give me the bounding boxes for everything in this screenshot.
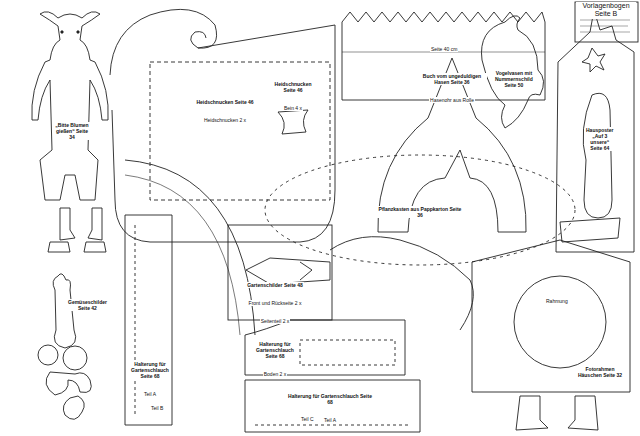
arrow-piece xyxy=(246,258,330,284)
sheep-outline xyxy=(110,9,335,242)
feet xyxy=(60,208,102,240)
eye xyxy=(61,31,63,33)
pattern-piece-label: Halterung für Gartenschlauch Seite 68 Bod… xyxy=(251,341,299,380)
figure-outline xyxy=(32,12,108,200)
arrow-line xyxy=(300,262,312,280)
bird-piece xyxy=(481,16,543,128)
piece-title: Vorlagenbogen Seite B xyxy=(576,2,636,19)
piece-title: Halterung für Gartenschlauch Seite 68 xyxy=(130,361,170,379)
piece-line xyxy=(330,237,473,330)
pattern-piece-label: Halterung für Gartenschlauch Seite 68 Tei… xyxy=(130,361,170,400)
text-rule xyxy=(580,26,628,27)
piece-title: Halterung für Gartenschlauch Seite 68 xyxy=(285,393,375,405)
piece-note: Seitenteil 2 x xyxy=(260,318,291,324)
piece-title: Halterung für Gartenschlauch Seite 68 xyxy=(251,341,299,359)
eye xyxy=(77,31,79,33)
holder-piece-c xyxy=(245,380,420,432)
piece-title: Fotorahmen Häuschen Seite 32 xyxy=(575,366,625,378)
piece-title: Vogelvasen mit Nummernschild Seite 50 xyxy=(494,70,534,88)
piece-title: Hausposter „Auf 3 unsere“ Seite 64 xyxy=(585,127,615,151)
pattern-piece-label: Hausposter „Auf 3 unsere“ Seite 64 xyxy=(585,127,611,154)
piece-note: Hasenohr aus Rolle xyxy=(429,97,475,103)
house-piece xyxy=(556,10,634,252)
arc-line xyxy=(125,160,255,335)
piece-label: Seite 40 cm xyxy=(430,46,458,52)
piece-note: Teil A xyxy=(143,391,157,397)
piece-title: Heidschnucken Seite 46 xyxy=(195,99,254,105)
vegetable-piece xyxy=(63,346,87,370)
pattern-piece-label: Fotorahmen Häuschen Seite 32 xyxy=(575,363,625,381)
piece-title: Pflanzkasten aus Pappkarton Seite 36 xyxy=(375,206,465,218)
piece-title: „Bitte Blumen gießen“ Seite 34 xyxy=(54,122,90,140)
dashed-line xyxy=(255,425,410,426)
dashed-outline xyxy=(150,62,330,200)
pattern-piece-label: Vogelvasen mit Nummernschild Seite 50 xyxy=(494,70,530,91)
vegetable-piece xyxy=(46,372,91,395)
sign-box xyxy=(228,225,332,320)
dashed-outline xyxy=(300,340,395,365)
frame-hole xyxy=(514,276,606,368)
text-rule xyxy=(580,20,630,21)
piece-note: Heidschnucken 2 x xyxy=(203,117,247,123)
dashed-line xyxy=(135,225,136,415)
piece-title: Gemüseschilder Seite 42 xyxy=(67,299,108,311)
vegetable-piece xyxy=(63,396,84,419)
sign-piece xyxy=(560,218,620,242)
piece-note: Boden 2 x xyxy=(263,371,288,377)
header-box xyxy=(575,2,638,42)
planter-ellipse xyxy=(265,155,575,265)
pattern-piece-label: Heidschnucken Seite 46 Heidschnucken 2 x xyxy=(195,90,255,126)
pattern-piece-label: Pflanzkasten aus Pappkarton Seite 36 xyxy=(375,203,465,221)
frame-house xyxy=(472,240,630,392)
piece-note: Front und Rückseite 2 x xyxy=(248,300,303,306)
piece-label: Rahmung xyxy=(545,298,569,304)
pattern-piece-label: Gartenschilder Seite 48 Front und Rücksei… xyxy=(235,273,315,327)
holder-piece-b xyxy=(245,320,405,375)
leg-piece xyxy=(278,110,308,134)
arc-line xyxy=(125,175,240,335)
star xyxy=(582,48,605,72)
piece-note: Bein 4 x xyxy=(283,105,303,111)
pattern-piece-label: Gemüseschilder Seite 42 xyxy=(67,296,103,314)
vegetable-piece xyxy=(38,345,58,365)
crown-strip xyxy=(342,12,545,100)
piece-note: Teil A xyxy=(323,417,337,423)
inner-shape xyxy=(583,93,612,218)
piece-title: Buch vom ungeduldigen Hasen Seite 36 xyxy=(417,73,487,85)
pattern-piece-label: Vorlagenbogen Seite B xyxy=(576,2,636,20)
boots xyxy=(516,396,598,430)
pattern-piece-label: Buch vom ungeduldigen Hasen Seite 36 Hase… xyxy=(417,70,487,106)
piece-title: Gartenschilder Seite 48 xyxy=(246,282,304,288)
pattern-piece-label: „Bitte Blumen gießen“ Seite 34 xyxy=(54,122,90,143)
text-rule xyxy=(580,32,630,33)
holder-piece-a xyxy=(125,215,172,425)
piece-title: Heidschnucken Seite 46 xyxy=(273,81,313,93)
piece-label: Teil B xyxy=(150,405,164,411)
pattern-piece-label: Halterung für Gartenschlauch Seite 68 Tei… xyxy=(285,390,375,426)
boots xyxy=(48,242,106,252)
pattern-piece-label: Heidschnucken Seite 46 Bein 4 x xyxy=(273,78,313,114)
piece-label: Teil C xyxy=(300,416,315,422)
